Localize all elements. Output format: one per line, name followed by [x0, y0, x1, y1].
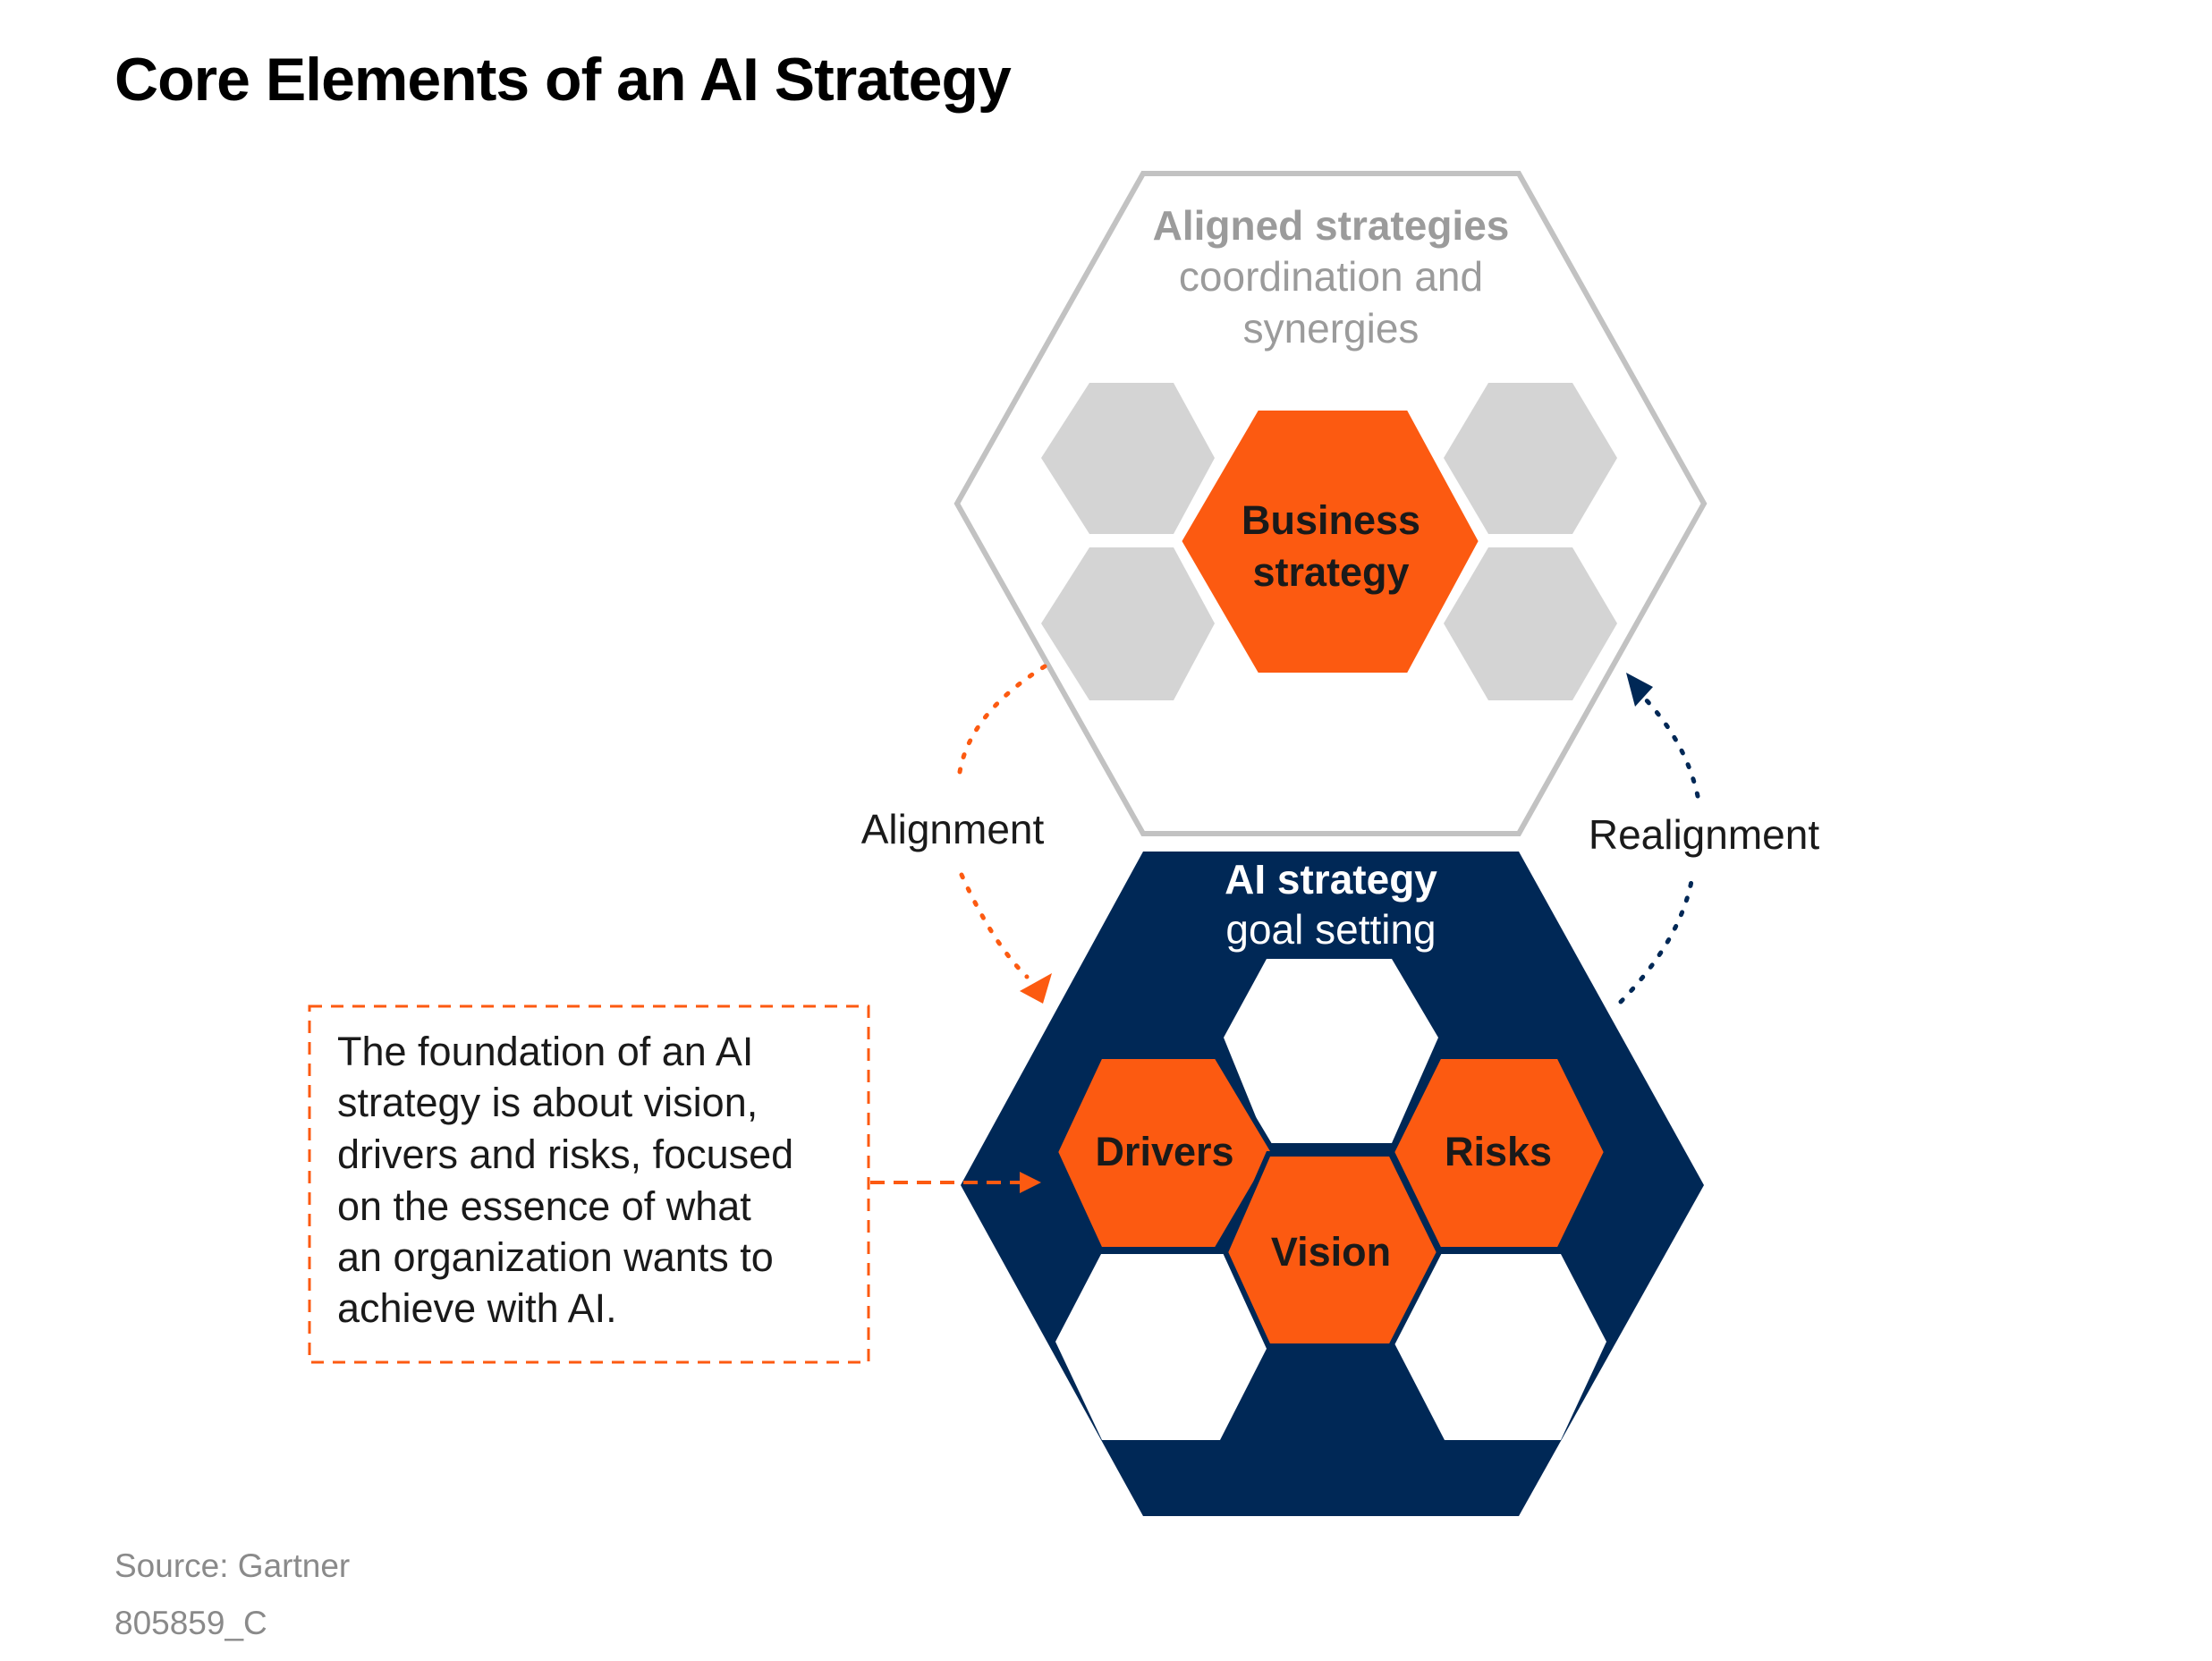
figure-code: 805859_C	[114, 1605, 267, 1641]
aligned-strategy-hexagon-top-left	[1041, 383, 1215, 534]
source-credit: Source: Gartner	[114, 1547, 350, 1584]
foundation-note-box	[308, 1004, 870, 1364]
ai-strategy-empty-hexagon-bottom-left	[1055, 1254, 1270, 1440]
aligned-strategy-hexagon-bottom-left	[1041, 547, 1215, 700]
realignment-label: Realignment	[1589, 811, 1819, 858]
drivers-label: Drivers	[1095, 1129, 1233, 1174]
page-title: Core Elements of an AI Strategy	[114, 46, 1012, 114]
aligned-strategies-line-2: synergies	[1243, 305, 1420, 352]
alignment-arrow-lower	[959, 872, 1030, 979]
vision-hexagon	[1222, 1151, 1443, 1349]
aligned-strategy-hexagon-bottom-right	[1444, 547, 1617, 700]
ai-strategy-subtitle: goal setting	[1225, 906, 1436, 953]
ai-strategy-empty-hexagon-top	[1224, 959, 1438, 1143]
risks-label: Risks	[1445, 1129, 1552, 1174]
realignment-arrowhead	[1626, 673, 1653, 707]
alignment-label: Alignment	[861, 806, 1045, 852]
alignment-arrowhead	[1020, 973, 1052, 1004]
note-line-5: an organization wants to	[337, 1234, 774, 1280]
realignment-arrow	[1641, 695, 1700, 799]
note-line-6: achieve with AI.	[337, 1285, 617, 1331]
ai-strategy-title: AI strategy	[1225, 856, 1437, 903]
aligned-strategies-line-1: coordination and	[1179, 253, 1483, 300]
note-connector-arrowhead	[1020, 1172, 1041, 1193]
drivers-hexagon	[1052, 1054, 1277, 1252]
note-line-3: drivers and risks, focused	[337, 1131, 793, 1177]
note-line-2: strategy is about vision,	[337, 1080, 758, 1125]
business-strategy-hexagon	[1175, 405, 1485, 678]
note-line-1: The foundation of an AI	[337, 1029, 753, 1074]
alignment-arrow	[956, 664, 1047, 781]
vision-label: Vision	[1271, 1229, 1391, 1275]
aligned-strategy-hexagon-top-right	[1444, 383, 1617, 534]
ai-strategy-empty-hexagon-bottom-right	[1394, 1254, 1606, 1440]
business-strategy-line-2: strategy	[1252, 549, 1409, 595]
aligned-strategies-title: Aligned strategies	[1153, 202, 1510, 249]
realignment-arrow-lower	[1618, 874, 1695, 1004]
business-strategy-line-1: Business	[1242, 497, 1420, 543]
note-line-4: on the essence of what	[337, 1183, 751, 1229]
